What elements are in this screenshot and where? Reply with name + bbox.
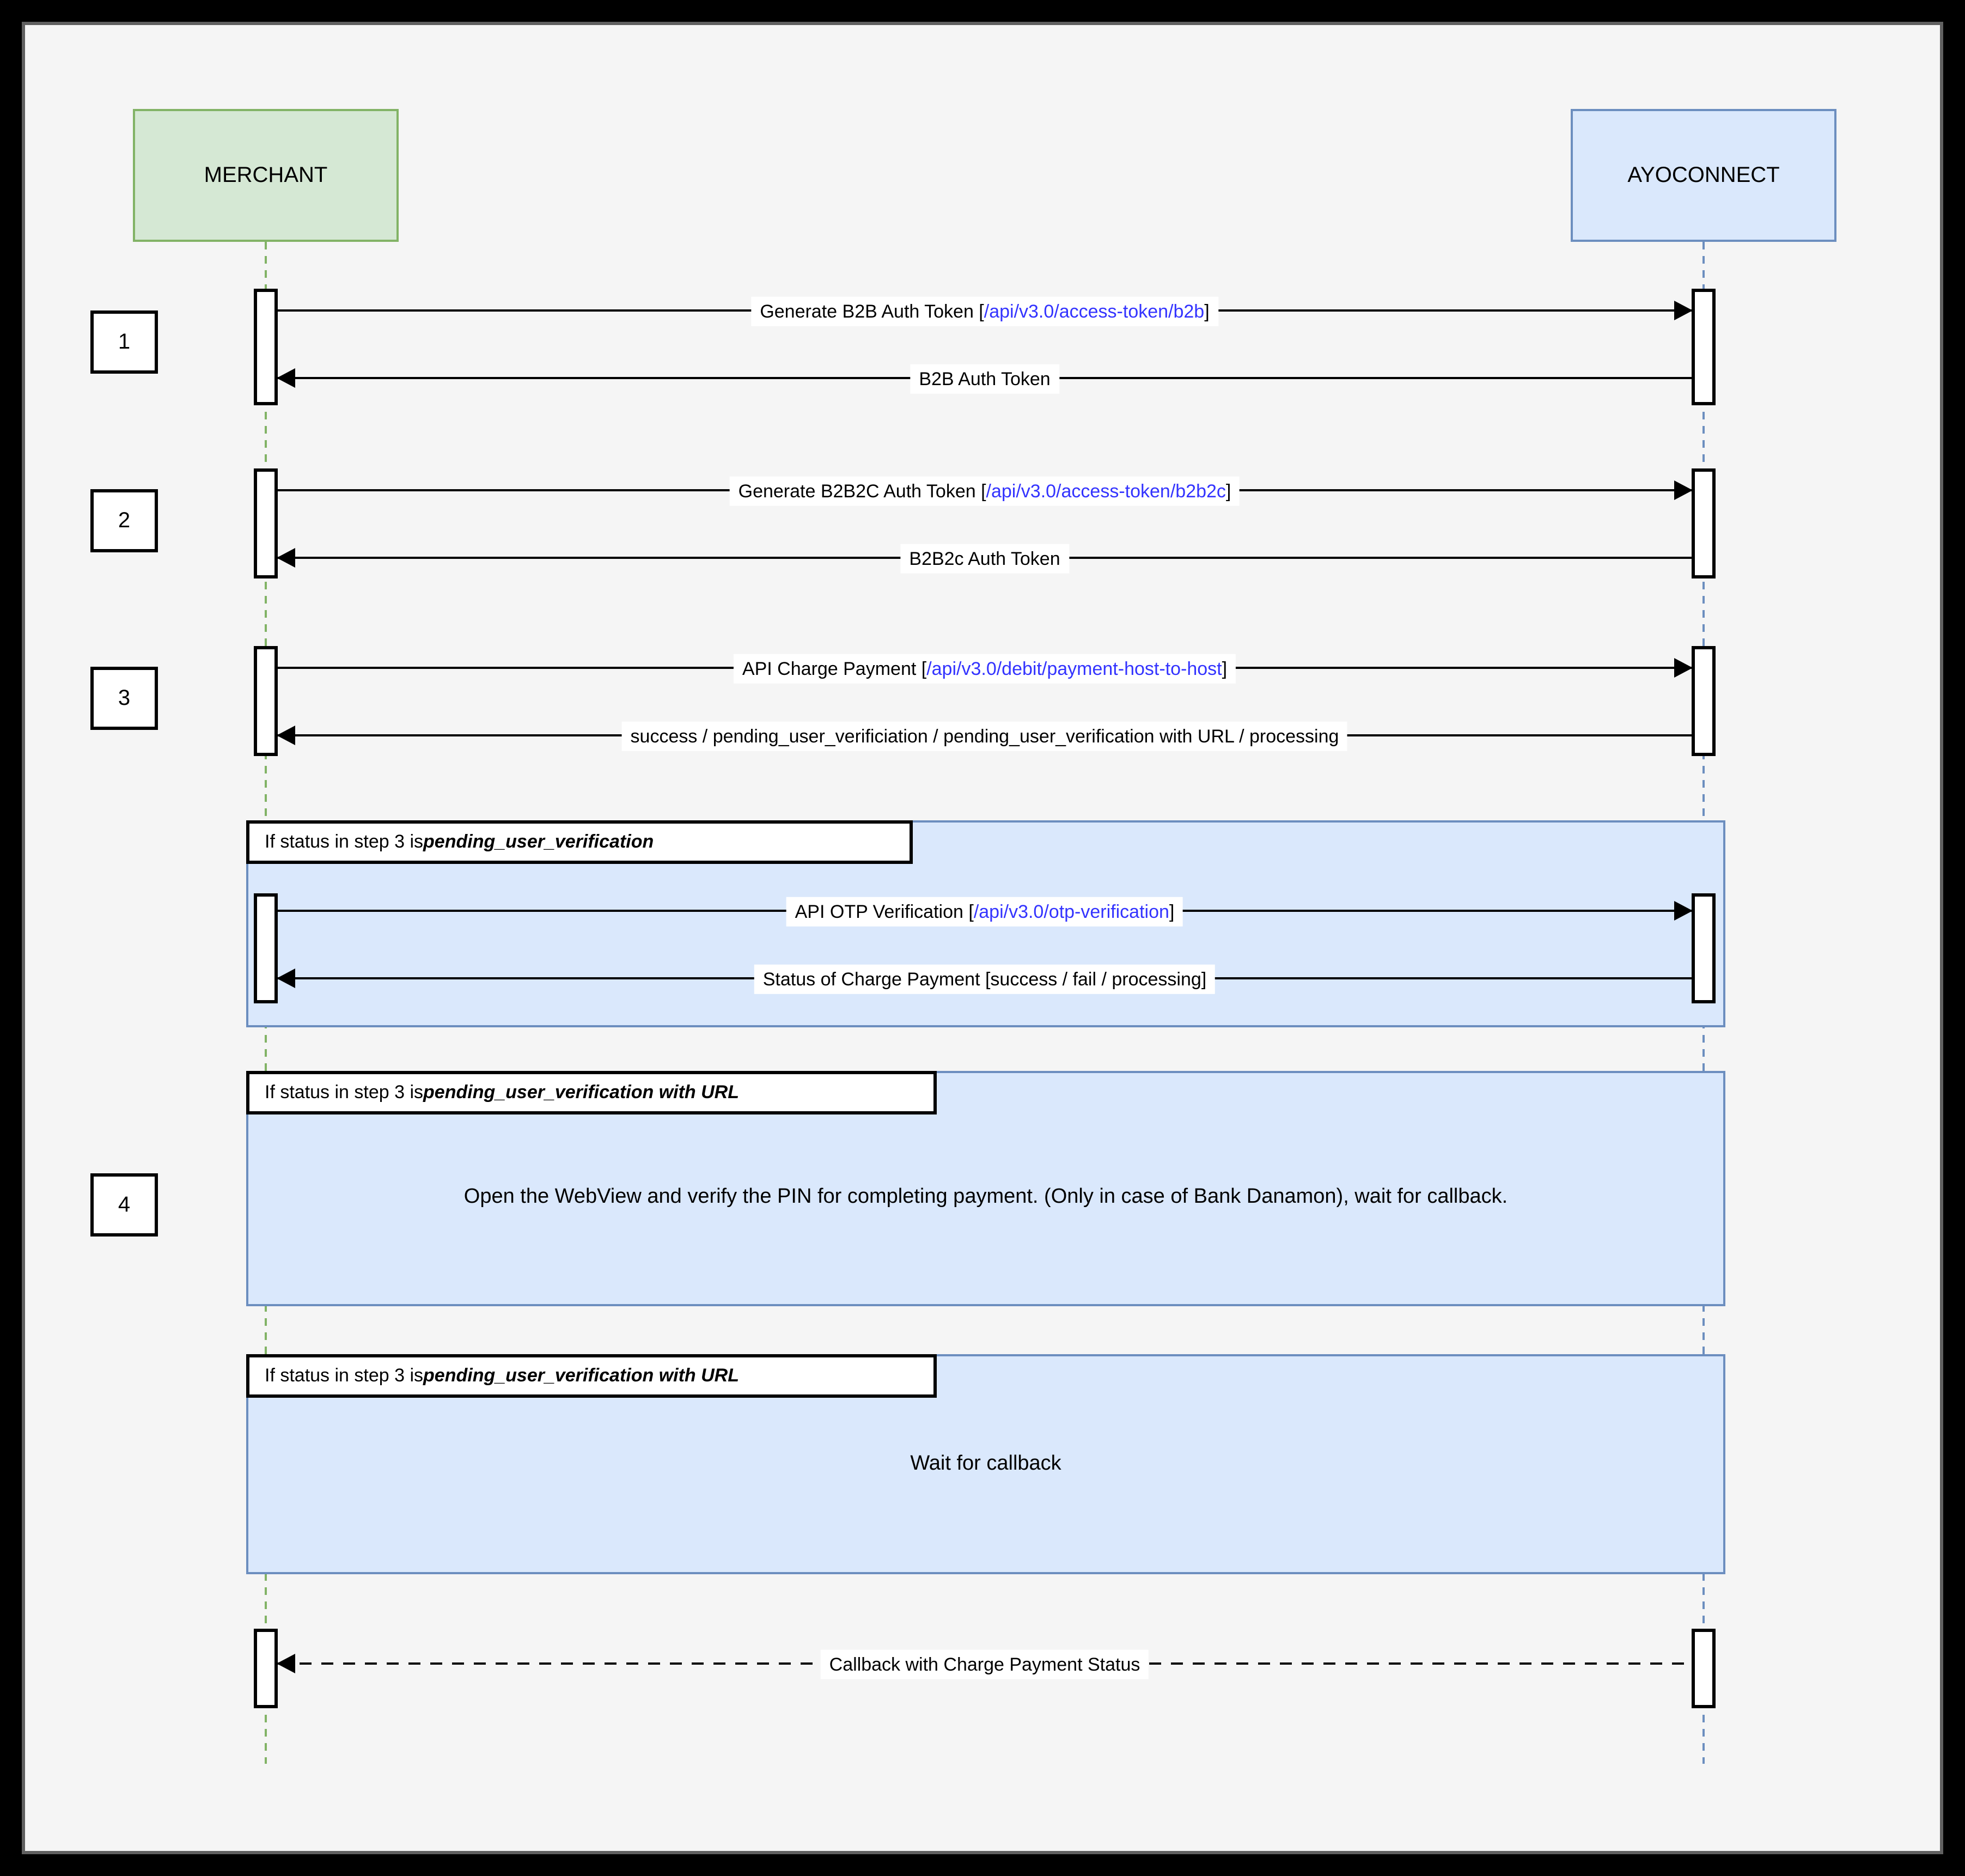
actor-merchant: MERCHANT [133,109,399,242]
label-text: API OTP Verification [ [795,901,974,922]
fragment-otp-condition: If status in step 3 is pending_user_veri… [246,820,913,864]
label-text: API Charge Payment [ [742,658,927,679]
step-number-1-label: 1 [118,330,131,354]
fragment-wait-body: Wait for callback [910,1452,1061,1475]
activation-bar-merchant-callback [254,1629,278,1708]
step-number-4-label: 4 [118,1192,131,1216]
arrowhead-left-icon [277,548,295,568]
fragment-wait-callback: If status in step 3 is pending_user_veri… [246,1354,1725,1574]
label-text: Generate B2B2C Auth Token [ [738,480,986,502]
arrowhead-right-icon [1674,658,1693,678]
message-step2-request-label: Generate B2B2C Auth Token [/api/v3.0/acc… [729,476,1240,507]
message-step1-response-label: B2B Auth Token [910,364,1059,394]
arrowhead-left-icon [277,368,295,388]
condition-text: If status in step 3 is [265,1365,424,1386]
label-text: ] [1204,301,1210,322]
step-number-2: 2 [90,489,158,552]
step-number-4: 4 [90,1173,158,1237]
fragment-wait-condition: If status in step 3 is pending_user_veri… [246,1354,937,1398]
actor-ayoconnect: AYOCONNECT [1571,109,1836,242]
activation-bar-merchant-otp [254,893,278,1003]
condition-status: pending_user_verification [423,831,654,852]
step-number-1: 1 [90,310,158,374]
fragment-webview-condition: If status in step 3 is pending_user_veri… [246,1071,937,1114]
message-otp-request-label: API OTP Verification [/api/v3.0/otp-veri… [786,897,1183,927]
api-path-link: /api/v3.0/access-token/b2b [984,301,1205,322]
label-text: ] [1169,901,1175,922]
step-number-3-label: 3 [118,686,131,710]
activation-bar-ayoconnect-otp [1692,893,1716,1003]
label-text: ] [1225,480,1231,502]
arrowhead-right-icon [1674,901,1693,921]
activation-bar-ayoconnect-step3 [1692,646,1716,756]
arrowhead-left-icon [277,1654,295,1673]
arrowhead-right-icon [1674,301,1693,320]
api-path-link: /api/v3.0/otp-verification [973,901,1169,922]
message-otp-response-label: Status of Charge Payment [success / fail… [754,964,1216,995]
fragment-webview-body: Open the WebView and verify the PIN for … [463,1185,1508,1208]
condition-text: If status in step 3 is [265,1082,424,1103]
condition-text: If status in step 3 is [265,831,424,852]
actor-merchant-label: MERCHANT [204,163,328,187]
activation-bar-merchant-step1 [254,289,278,405]
api-path-link: /api/v3.0/access-token/b2b2c [986,480,1226,502]
label-text: Generate B2B Auth Token [ [760,301,984,322]
activation-bar-ayoconnect-callback [1692,1629,1716,1708]
label-text: ] [1222,658,1228,679]
actor-ayoconnect-label: AYOCONNECT [1627,163,1780,187]
api-path-link: /api/v3.0/debit/payment-host-to-host [926,658,1222,679]
condition-status: pending_user_verification with URL [423,1365,740,1386]
activation-bar-ayoconnect-step1 [1692,289,1716,405]
arrowhead-left-icon [277,726,295,745]
activation-bar-ayoconnect-step2 [1692,468,1716,578]
message-step1-request-label: Generate B2B Auth Token [/api/v3.0/acces… [751,296,1218,327]
activation-bar-merchant-step2 [254,468,278,578]
step-number-2-label: 2 [118,508,131,532]
activation-bar-merchant-step3 [254,646,278,756]
message-step3-request-label: API Charge Payment [/api/v3.0/debit/paym… [733,654,1236,684]
arrowhead-left-icon [277,969,295,988]
arrowhead-right-icon [1674,480,1693,500]
condition-status: pending_user_verification with URL [423,1082,740,1103]
fragment-webview-pin: If status in step 3 is pending_user_veri… [246,1071,1725,1306]
step-number-3: 3 [90,667,158,730]
message-callback-label: Callback with Charge Payment Status [820,1649,1149,1680]
message-step2-response-label: B2B2c Auth Token [900,544,1069,574]
message-step3-response-label: success / pending_user_verificiation / p… [621,721,1348,752]
